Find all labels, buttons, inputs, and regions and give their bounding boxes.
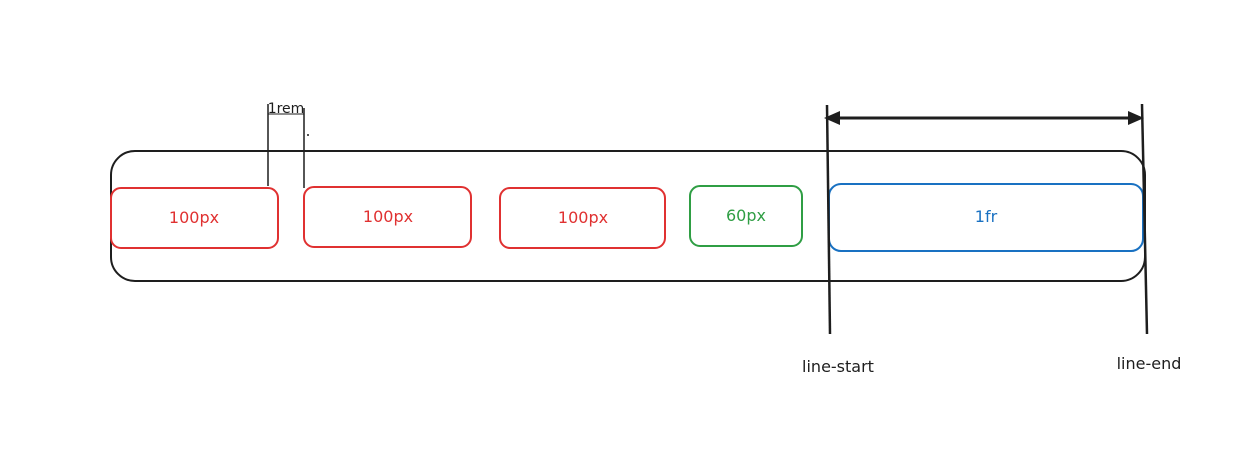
gap-dot <box>307 134 309 136</box>
line-end-label: line-end <box>1117 354 1182 373</box>
span-arrow-left-head <box>824 111 840 125</box>
column-5-label: 1fr <box>975 207 998 226</box>
grid-column-5: 1fr <box>828 183 1144 252</box>
gap-indicator: 1rem <box>267 101 309 188</box>
grid-column-4: 60px <box>689 185 803 247</box>
column-4-box <box>689 185 803 247</box>
line-end-marker <box>1140 103 1149 335</box>
column-4-label: 60px <box>726 206 766 225</box>
line-start-label: line-start <box>802 357 874 376</box>
column-2-box <box>303 186 472 248</box>
grid-column-2: 100px <box>303 186 472 248</box>
column-1-label: 100px <box>169 208 219 227</box>
column-3-box <box>499 187 666 249</box>
grid-column-3: 100px <box>499 187 666 249</box>
grid-column-1: 100px <box>110 187 279 249</box>
column-2-label: 100px <box>363 207 413 226</box>
line-start-marker <box>825 104 832 335</box>
column-1-box <box>110 187 279 249</box>
gap-label: 1rem <box>268 101 305 117</box>
span-arrow-right-head <box>1128 111 1144 125</box>
column-3-label: 100px <box>558 208 608 227</box>
span-arrow <box>824 111 1144 125</box>
